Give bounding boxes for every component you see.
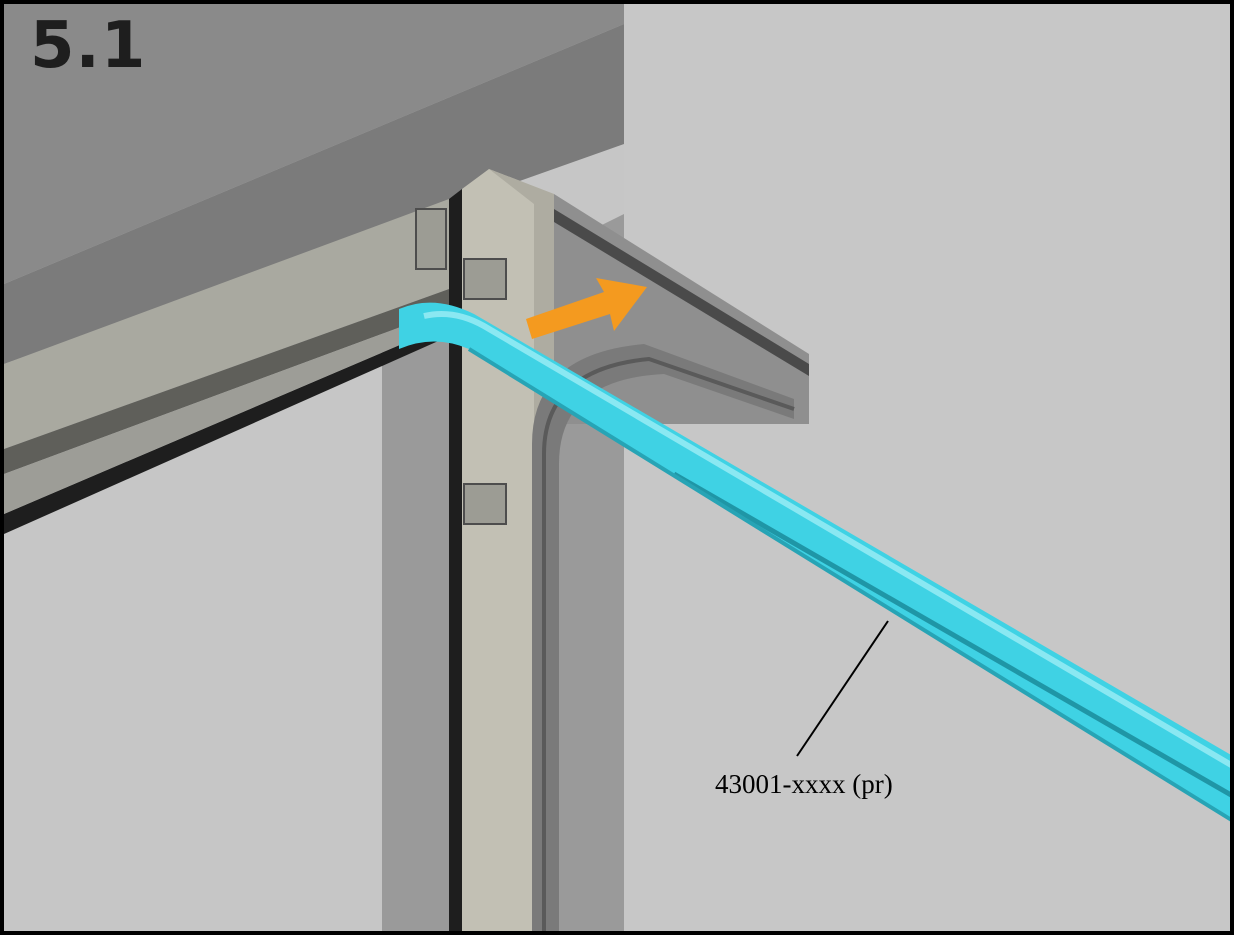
angle-clip-lower [463, 483, 507, 525]
header-beam-top [4, 4, 624, 284]
part-number-label: 43001-xxxx (pr) [715, 769, 893, 799]
insertion-direction-arrow [526, 278, 647, 339]
mounting-bracket-lip [554, 209, 809, 376]
assembly-illustration [4, 4, 1230, 931]
horizontal-track-rail-shadow [467, 347, 1230, 822]
door-panel-lower [4, 309, 449, 514]
angle-clip-upper [463, 258, 507, 300]
panel-hinge [415, 208, 447, 270]
horizontal-track-rail-highlight [423, 311, 1230, 768]
step-number: 5.1 [30, 9, 147, 83]
vertical-angle-post [449, 189, 462, 931]
door-panel-edge [4, 289, 449, 474]
door-panel-seal [4, 324, 454, 534]
horizontal-track-rail-groove [672, 471, 1230, 798]
door-panel-top [4, 199, 449, 449]
callout-leader-line [796, 620, 889, 757]
header-beam-front [4, 24, 624, 364]
